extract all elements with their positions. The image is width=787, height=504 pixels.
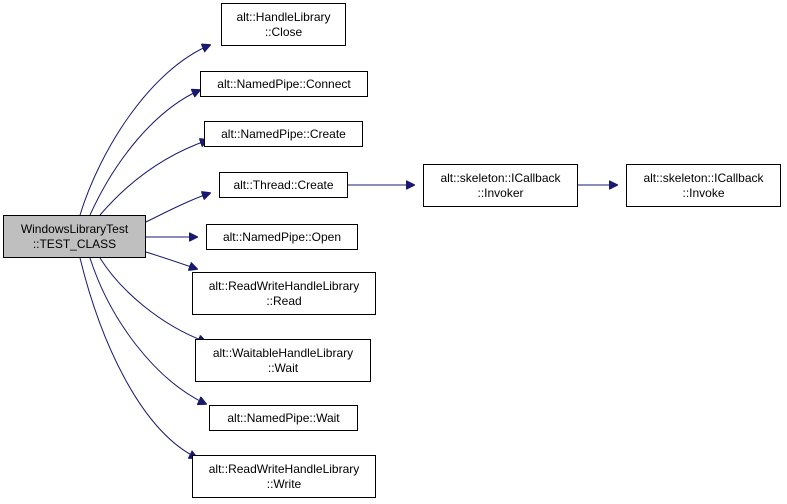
node-root: WindowsLibraryTest::TEST_CLASS [3, 215, 146, 258]
node-label-line: ::TEST_CLASS [32, 236, 117, 251]
node-handle-close[interactable]: alt::HandleLibrary::Close [221, 3, 346, 46]
edge-root-to-pipe-connect [89, 90, 200, 216]
node-label-line: alt::skeleton::ICallback [440, 170, 561, 185]
node-label-line: alt::NamedPipe::Connect [217, 76, 351, 91]
node-label-line: alt::ReadWriteHandleLibrary [208, 461, 360, 476]
node-label-line: ::Read [266, 293, 302, 308]
node-label-line: ::Wait [267, 360, 299, 375]
node-label-line: alt::Thread::Create [233, 177, 334, 192]
node-label-line: alt::NamedPipe::Create [221, 126, 346, 141]
edge-root-to-handle-close [79, 45, 210, 216]
edge-root-to-thread-create [145, 193, 210, 223]
node-label-line: alt::WaitableHandleLibrary [212, 345, 354, 360]
node-label-line: ::Invoker [477, 185, 524, 200]
node-pipe-open[interactable]: alt::NamedPipe::Open [206, 224, 358, 250]
edge-root-to-pipe-wait [89, 257, 206, 404]
edge-root-to-rw-write [79, 257, 197, 458]
node-waitable-wait[interactable]: alt::WaitableHandleLibrary::Wait [195, 339, 371, 382]
node-label-line: alt::NamedPipe::Open [222, 229, 342, 244]
edge-root-to-pipe-create [99, 140, 208, 216]
node-callback-invoker[interactable]: alt::skeleton::ICallback::Invoker [423, 164, 578, 207]
node-label-line: ::Write [266, 476, 302, 491]
node-pipe-create[interactable]: alt::NamedPipe::Create [204, 121, 363, 147]
node-thread-create[interactable]: alt::Thread::Create [219, 172, 348, 198]
node-label-line: alt::HandleLibrary [236, 9, 331, 24]
node-rw-read[interactable]: alt::ReadWriteHandleLibrary::Read [192, 272, 376, 315]
node-label-line: ::Invoke [682, 185, 725, 200]
node-label-line: alt::NamedPipe::Wait [227, 410, 340, 425]
node-label-line: alt::ReadWriteHandleLibrary [208, 278, 360, 293]
node-pipe-wait[interactable]: alt::NamedPipe::Wait [209, 405, 358, 431]
node-callback-invoke[interactable]: alt::skeleton::ICallback::Invoke [626, 164, 781, 207]
edge-root-to-rw-read [145, 251, 197, 269]
edge-root-to-waitable-wait [99, 257, 206, 342]
node-rw-write[interactable]: alt::ReadWriteHandleLibrary::Write [192, 455, 376, 498]
node-pipe-connect[interactable]: alt::NamedPipe::Connect [200, 71, 368, 97]
node-label-line: WindowsLibraryTest [20, 221, 129, 236]
node-label-line: ::Close [264, 24, 303, 39]
node-label-line: alt::skeleton::ICallback [643, 170, 764, 185]
